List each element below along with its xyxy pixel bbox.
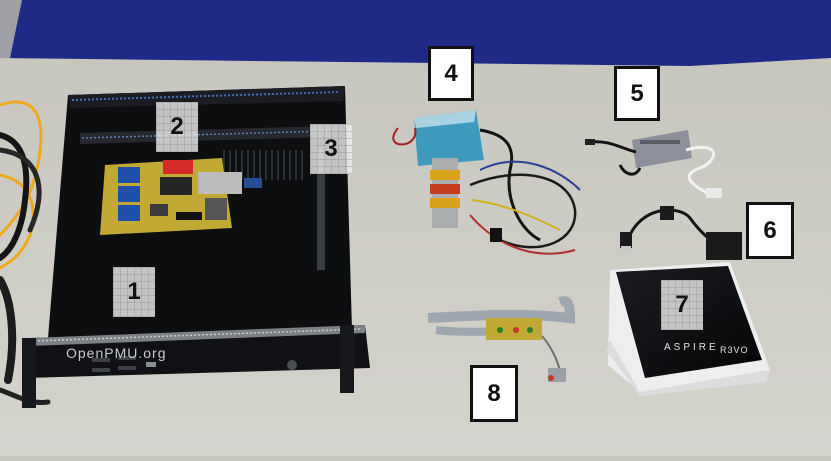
label-7: 7 (661, 280, 703, 330)
label-2: 2 (156, 102, 198, 152)
label-3: 3 (310, 124, 352, 174)
label-6: 6 (746, 202, 794, 259)
label-4: 4 (428, 46, 474, 101)
revo-brand-label: R3VO (720, 345, 749, 355)
din-rail-psu (392, 110, 581, 255)
main-pcb (100, 158, 262, 235)
label-1: 1 (113, 267, 155, 317)
usb-hub (585, 130, 722, 198)
usb-serial-cable (620, 206, 742, 260)
openpmu-brand-label: OpenPMU.org (66, 345, 167, 361)
label-5: 5 (614, 66, 660, 121)
label-8: 8 (470, 365, 518, 422)
blue-wall-panel (0, 0, 831, 66)
ribbon-board (427, 296, 576, 382)
wall-edge (0, 0, 22, 58)
aspire-brand-label: ASPIRE (664, 342, 719, 353)
